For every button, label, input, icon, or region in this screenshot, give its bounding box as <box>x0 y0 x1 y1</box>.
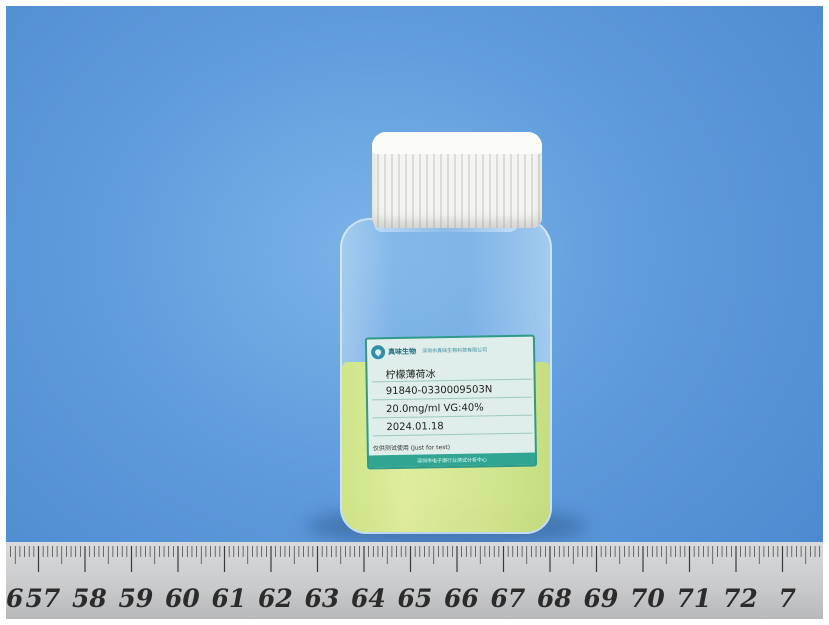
label-footer: 深圳市电子烟行业测试分析中心 <box>368 452 536 468</box>
label-row-concentration: 20.0mg/ml VG:40% <box>371 398 533 419</box>
bottle-cap-top <box>372 132 542 154</box>
ruler-number: 68 <box>537 584 572 613</box>
ruler-number: 69 <box>583 584 619 613</box>
ruler-number: 72 <box>723 584 758 613</box>
ruler-number: 62 <box>258 584 293 613</box>
label-brand: 真味生物 <box>388 347 417 357</box>
label-product-code: 91840-0330009503N <box>385 383 493 397</box>
ruler-number: 61 <box>211 584 247 613</box>
ruler-number: 64 <box>351 584 386 613</box>
label-row-date: 2024.01.18 <box>372 416 533 437</box>
ruler-number: 65 <box>397 584 433 613</box>
product-photo: 真味生物 深圳市真味生物科技有限公司 柠檬薄荷冰 91840-033000950… <box>6 6 823 619</box>
label-row-code: 91840-0330009503N <box>371 380 532 401</box>
ruler-number: 58 <box>72 584 107 613</box>
label-date: 2024.01.18 <box>386 420 444 433</box>
bottle-label: 真味生物 深圳市真味生物科技有限公司 柠檬薄荷冰 91840-033000950… <box>364 334 538 470</box>
ruler-number: 70 <box>630 584 665 613</box>
ruler-number: 59 <box>118 584 154 613</box>
label-header: 真味生物 深圳市真味生物科技有限公司 <box>367 337 533 366</box>
ruler-number: 60 <box>165 584 200 613</box>
ruler-number: 71 <box>676 584 712 613</box>
ruler-number: 66 <box>444 584 479 613</box>
ruler-number: 67 <box>490 584 526 613</box>
ruler-number: 63 <box>304 584 340 613</box>
drop-logo-icon <box>370 345 386 360</box>
ruler-ticks <box>10 546 821 572</box>
ruler-number: 7 <box>778 584 796 613</box>
ruler-number: 57 <box>25 584 61 613</box>
label-row-name: 柠檬薄荷冰 <box>371 362 532 383</box>
label-product-name: 柠檬薄荷冰 <box>385 368 436 381</box>
ruler-number: 6 <box>6 584 24 613</box>
label-company: 深圳市真味生物科技有限公司 <box>422 346 488 354</box>
label-note: 仅供测试使用 (Just for test) <box>372 444 451 453</box>
label-concentration: 20.0mg/ml VG:40% <box>386 401 484 415</box>
